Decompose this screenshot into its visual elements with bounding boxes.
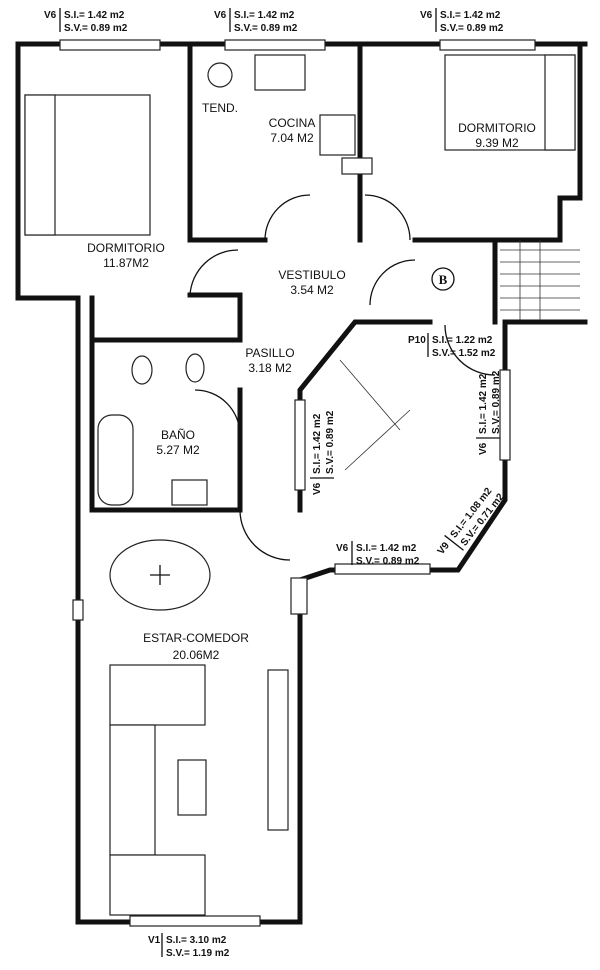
svg-text:B: B xyxy=(439,272,448,287)
room-area: 5.27 M2 xyxy=(156,443,200,457)
svg-text:S.I.= 1.42 m2: S.I.= 1.42 m2 xyxy=(440,10,501,21)
svg-text:V6: V6 xyxy=(420,10,433,21)
svg-text:V6: V6 xyxy=(214,10,227,21)
room-area: 20.06M2 xyxy=(173,648,220,662)
opening-label-top1: V6 S.I.= 1.42 m2 S.V.= 0.89 m2 xyxy=(44,8,128,34)
svg-text:S.I.= 1.42 m2: S.I.= 1.42 m2 xyxy=(64,10,125,21)
opening-label-v1: V1 S.I.= 3.10 m2 S.V.= 1.19 m2 xyxy=(148,933,230,959)
svg-text:S.I.= 1.22 m2: S.I.= 1.22 m2 xyxy=(432,335,493,346)
sofa-icon xyxy=(109,724,156,856)
room-name: BAÑO xyxy=(161,428,195,442)
room-area: 7.04 M2 xyxy=(270,131,314,145)
marker-b: B xyxy=(431,267,455,291)
opening-label-top3: V6 S.I.= 1.42 m2 S.V.= 0.89 m2 xyxy=(420,8,504,34)
radiator-icon xyxy=(290,577,308,615)
armchair-icon xyxy=(109,854,206,916)
svg-text:S.V.= 0.89 m2: S.V.= 0.89 m2 xyxy=(491,370,502,434)
room-name: DORMITORIO xyxy=(87,241,165,255)
room-name: DORMITORIO xyxy=(458,121,536,135)
washbasin-icon xyxy=(171,479,208,506)
svg-text:V9: V9 xyxy=(436,540,452,557)
tv-unit-icon xyxy=(267,669,289,831)
svg-text:V6: V6 xyxy=(312,482,323,495)
svg-text:S.V.= 1.19 m2: S.V.= 1.19 m2 xyxy=(166,948,230,959)
bidet-icon xyxy=(185,353,205,383)
bathtub-icon xyxy=(97,414,134,506)
svg-text:S.V.= 0.89 m2: S.V.= 0.89 m2 xyxy=(440,23,504,34)
stairs xyxy=(500,240,580,320)
svg-text:S.V.= 0.89 m2: S.V.= 0.89 m2 xyxy=(64,23,128,34)
armchair-icon xyxy=(109,664,206,726)
room-name: ESTAR-COMEDOR xyxy=(143,631,249,645)
svg-text:S.V.= 0.89 m2: S.V.= 0.89 m2 xyxy=(356,556,420,567)
room-area: 11.87M2 xyxy=(103,256,149,270)
room-area: 9.39 M2 xyxy=(475,136,519,150)
opening-label-top2: V6 S.I.= 1.42 m2 S.V.= 0.89 m2 xyxy=(214,8,298,34)
svg-text:S.I.= 3.10 m2: S.I.= 3.10 m2 xyxy=(166,935,227,946)
svg-text:V6: V6 xyxy=(478,442,489,455)
coffee-table-icon xyxy=(177,759,207,816)
windows xyxy=(59,39,536,927)
svg-text:S.I.= 1.42 m2: S.I.= 1.42 m2 xyxy=(356,543,417,554)
room-name: TEND. xyxy=(202,101,238,115)
svg-text:S.I.= 1.42 m2: S.I.= 1.42 m2 xyxy=(234,10,295,21)
stove-icon xyxy=(319,114,356,156)
room-name: VESTIBULO xyxy=(278,268,345,282)
opening-label-bottom: V6 S.I.= 1.42 m2 S.V.= 0.89 m2 xyxy=(336,541,420,567)
svg-text:V6: V6 xyxy=(336,543,349,554)
toilet-icon xyxy=(131,355,153,385)
svg-text:P10: P10 xyxy=(408,335,426,346)
room-area: 3.54 M2 xyxy=(290,283,334,297)
svg-text:S.V.= 1.52 m2: S.V.= 1.52 m2 xyxy=(432,348,496,359)
svg-text:S.I.= 1.42 m2: S.I.= 1.42 m2 xyxy=(312,413,323,474)
sink-icon xyxy=(254,54,306,91)
room-name: PASILLO xyxy=(245,346,294,360)
svg-text:V1: V1 xyxy=(148,935,161,946)
svg-text:V6: V6 xyxy=(44,10,57,21)
furniture xyxy=(24,54,576,916)
opening-label-p10: P10 S.I.= 1.22 m2 S.V.= 1.52 m2 xyxy=(408,333,496,359)
svg-text:S.V.= 0.89 m2: S.V.= 0.89 m2 xyxy=(325,410,336,474)
doors xyxy=(189,194,496,561)
svg-text:S.I.= 1.42 m2: S.I.= 1.42 m2 xyxy=(478,373,489,434)
washer-icon xyxy=(207,62,233,88)
room-name: COCINA xyxy=(269,116,316,130)
room-area: 3.18 M2 xyxy=(248,361,292,375)
svg-text:S.V.= 0.89 m2: S.V.= 0.89 m2 xyxy=(234,23,298,34)
